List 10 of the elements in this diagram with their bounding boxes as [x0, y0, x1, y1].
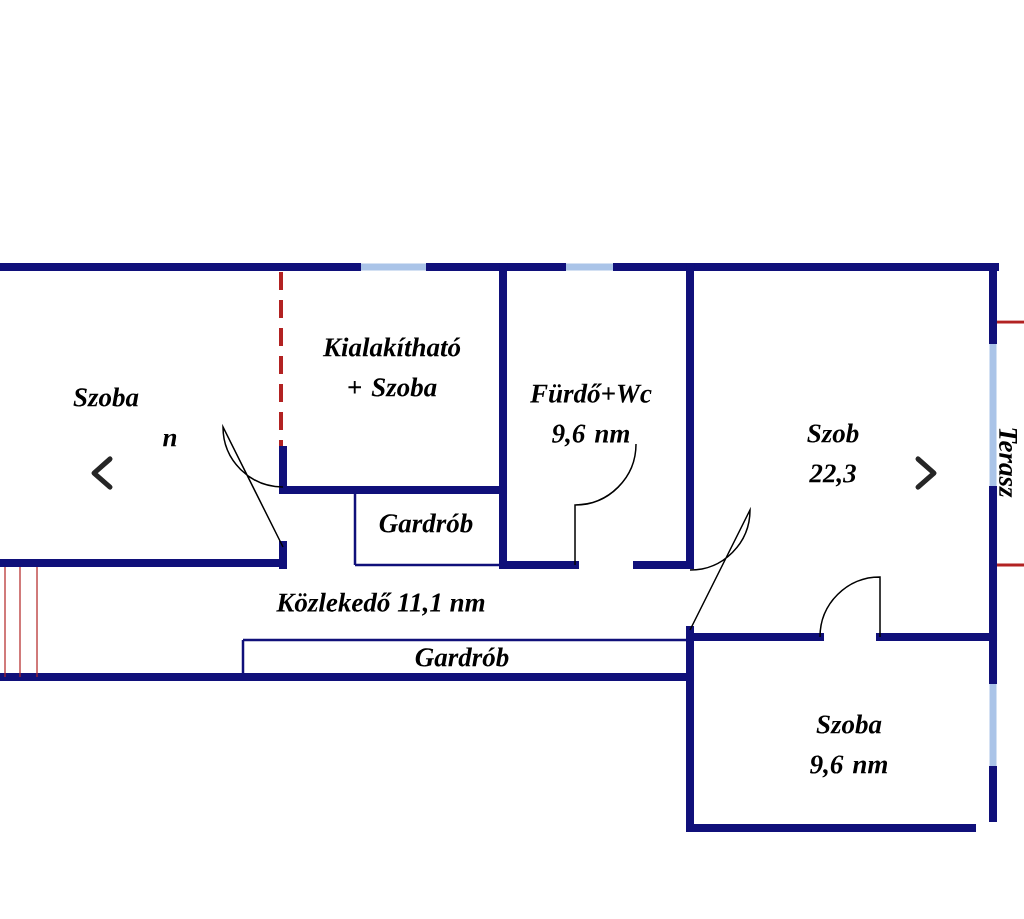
room-label: Gardrób [415, 647, 509, 667]
room-label: Gardrób [379, 513, 473, 533]
room-label: Terasz [999, 428, 1017, 498]
room-label: Közlekedő 11,1 nm [276, 592, 485, 616]
room-label: n [163, 433, 177, 447]
room-label: Szoba [73, 387, 139, 407]
room-label: Kialakítható + Szoba [322, 337, 461, 397]
room-label: Szob 22,3 [807, 423, 859, 487]
room-label: Fürdő+Wc 9,6 nm [530, 383, 652, 447]
room-label: Szoba 9,6 nm [810, 714, 888, 778]
